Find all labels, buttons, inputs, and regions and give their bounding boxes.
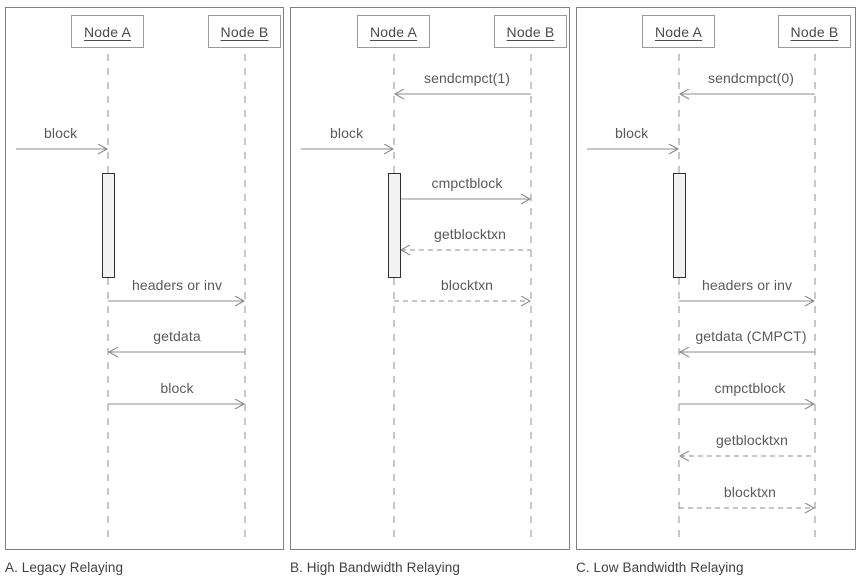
message-label-cmpctblock: cmpctblock	[714, 380, 786, 396]
activation-bar-node-a	[673, 173, 686, 278]
panel-a-caption: A. Legacy Relaying	[5, 560, 124, 575]
message-label-block-out: block	[160, 380, 194, 396]
panel-a-lines	[16, 54, 246, 538]
message-label-block-in: block	[330, 125, 364, 141]
participant-label: Node B	[506, 23, 555, 40]
participant-box-node-a[interactable]: Node A	[357, 15, 430, 48]
message-label-sendcmpct: sendcmpct(0)	[707, 70, 795, 86]
message-label-block-in: block	[615, 125, 649, 141]
panel-c: Node A Node B sendcmpct(0) block headers…	[576, 7, 856, 550]
message-label-blocktxn: blocktxn	[723, 484, 777, 500]
message-label-getdata: getdata	[153, 328, 201, 344]
panel-b: Node A Node B sendcmpct(1) block cmpctbl…	[290, 7, 570, 550]
participant-box-node-b[interactable]: Node B	[208, 15, 281, 48]
participant-label: Node B	[220, 23, 269, 40]
participant-label: Node A	[83, 23, 132, 40]
activation-bar-node-a	[102, 173, 115, 278]
participant-box-node-b[interactable]: Node B	[778, 15, 851, 48]
participant-label: Node A	[654, 23, 703, 40]
panel-b-lines	[301, 54, 532, 538]
message-label-headers-or-inv: headers or inv	[701, 277, 793, 293]
participant-box-node-a[interactable]: Node A	[71, 15, 144, 48]
participant-label: Node A	[369, 23, 418, 40]
participant-label: Node B	[790, 23, 839, 40]
panel-a: Node A Node B block headers or inv getda…	[5, 7, 284, 550]
message-label-headers-or-inv: headers or inv	[131, 277, 223, 293]
message-label-sendcmpct: sendcmpct(1)	[423, 70, 511, 86]
participant-box-node-b[interactable]: Node B	[494, 15, 567, 48]
message-label-blocktxn: blocktxn	[440, 277, 494, 293]
panel-c-caption: C. Low Bandwidth Relaying	[576, 560, 744, 575]
panel-c-lines	[587, 54, 816, 538]
message-label-getblocktxn: getblocktxn	[716, 432, 788, 448]
message-label-getdata-cmpct: getdata (CMPCT)	[695, 328, 807, 344]
message-label-getblocktxn: getblocktxn	[434, 226, 506, 242]
participant-box-node-a[interactable]: Node A	[642, 15, 715, 48]
activation-bar-node-a	[388, 173, 401, 278]
panel-b-caption: B. High Bandwidth Relaying	[290, 560, 460, 575]
message-label-cmpctblock: cmpctblock	[431, 175, 503, 191]
message-label-block-in: block	[44, 125, 78, 141]
